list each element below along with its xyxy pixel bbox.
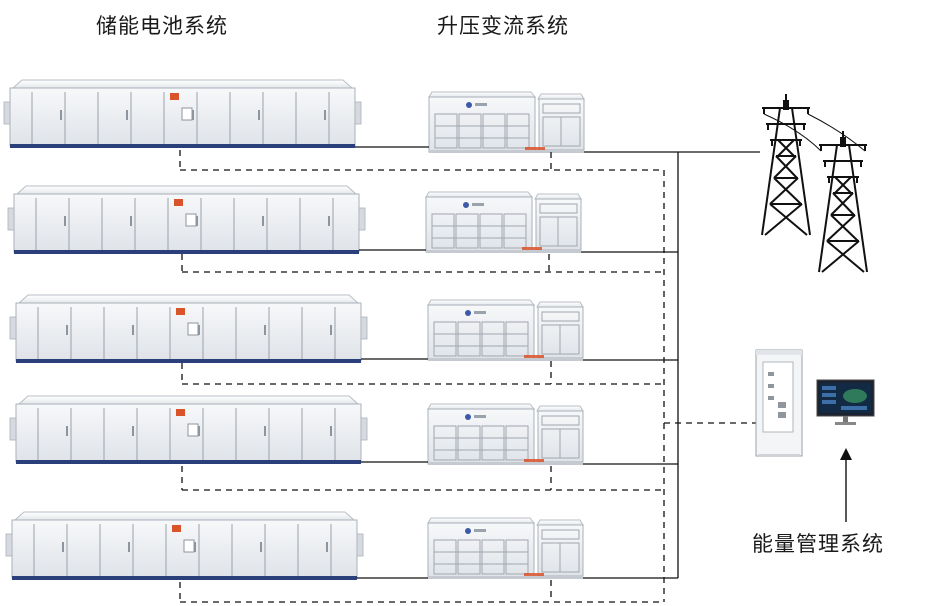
battery-container-1 [3,79,362,149]
boost-converter-unit-3 [427,299,584,362]
boost-converter-unit-2 [425,191,582,254]
battery-container-2 [7,185,366,255]
ems-server-cabinet-icon [755,349,803,457]
battery-container-5 [5,511,364,581]
battery-system-title: 储能电池系统 [96,14,228,38]
battery-container-3 [9,294,368,364]
ems-arrow-icon [840,448,852,522]
boost-converter-unit-4 [427,403,584,466]
boost-converter-system-title: 升压变流系统 [437,14,569,38]
energy-management-system-label: 能量管理系统 [752,532,884,556]
ems-monitor-icon [816,379,875,425]
transmission-tower-icon [761,93,811,236]
boost-converter-unit-5 [427,517,584,580]
power-lines [355,146,760,579]
communication-lines [179,150,756,603]
boost-converter-unit-1 [428,91,585,154]
transmission-tower-icon [818,130,868,273]
battery-container-4 [9,395,368,465]
overhead-wires [763,113,866,152]
